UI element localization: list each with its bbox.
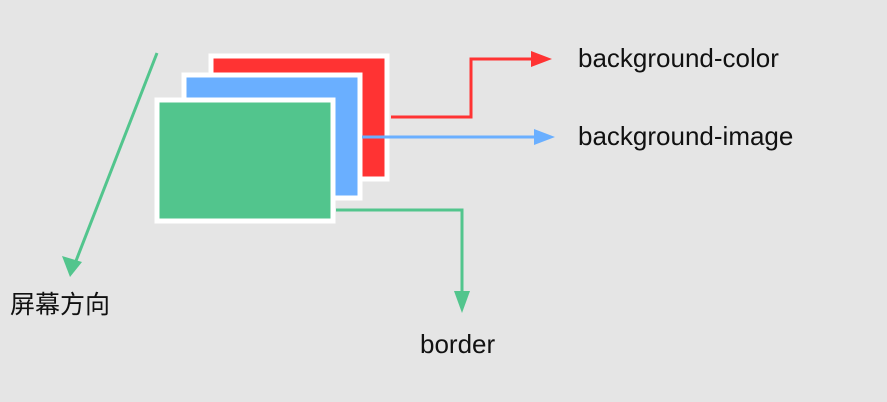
background-color-connector: [391, 51, 552, 119]
background-color-label: background-color: [578, 43, 779, 73]
border-connector: [336, 208, 470, 313]
background-color-arrowhead: [531, 51, 552, 67]
border-arrowhead: [454, 291, 470, 313]
screen-direction-label: 屏幕方向: [10, 290, 111, 319]
screen-direction-arrow: [62, 52, 159, 277]
background-image-connector: [362, 129, 555, 145]
background-image-arrowhead: [534, 129, 555, 145]
background-image-label: background-image: [578, 121, 794, 151]
border-layer: [154, 97, 336, 224]
screen-direction-arrowhead: [62, 256, 82, 277]
border-label: border: [420, 329, 496, 359]
